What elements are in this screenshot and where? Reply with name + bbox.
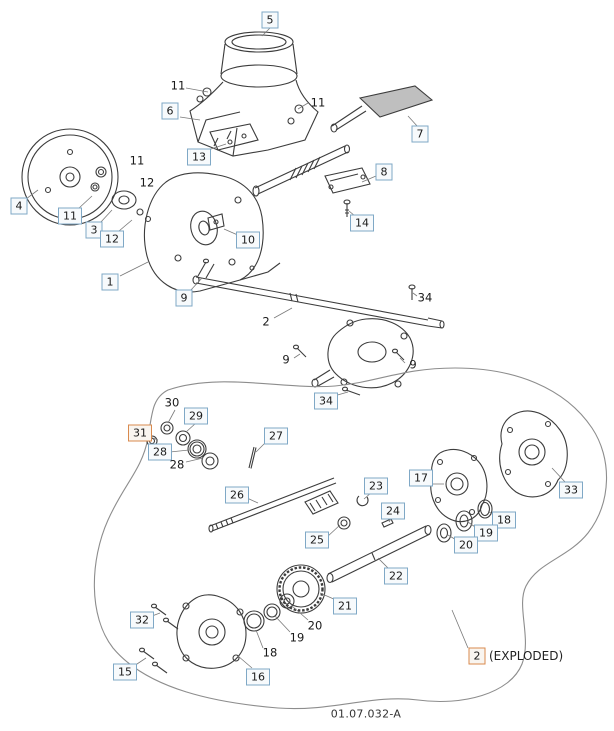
part-callout-30: 30 <box>164 395 180 410</box>
part-callout-19: 19 <box>289 630 305 645</box>
part-18-19-20-bearings-left <box>243 593 295 632</box>
part-6-blower-housing <box>189 79 319 157</box>
part-callout-29[interactable]: 29 <box>184 407 208 425</box>
part-callout-9[interactable]: 9 <box>175 289 193 307</box>
part-2-drive-shaft <box>192 275 445 329</box>
part-callout-12[interactable]: 12 <box>100 230 124 248</box>
part-callout-3[interactable]: 3 <box>85 221 103 239</box>
part-callout-10[interactable]: 10 <box>236 231 260 249</box>
part-7-paddle-scraper <box>330 85 434 133</box>
part-callout-28[interactable]: 28 <box>148 443 172 461</box>
part-33-cover-plate <box>499 410 568 498</box>
part-callout-27[interactable]: 27 <box>264 427 288 445</box>
part-callout-8[interactable]: 8 <box>375 163 393 181</box>
gearbox <box>311 318 414 389</box>
leader-lines <box>25 27 567 669</box>
part-callout-18[interactable]: 18 <box>492 511 516 529</box>
part-callout-11[interactable]: 11 <box>58 207 82 225</box>
part-callout-9: 9 <box>282 352 290 367</box>
part-34-bolts <box>341 284 416 396</box>
part-callout-9: 9 <box>409 357 417 372</box>
part-callout-25[interactable]: 25 <box>305 531 329 549</box>
drawing-number: 01.07.032-A <box>330 707 402 721</box>
part-callout-24[interactable]: 24 <box>381 502 405 520</box>
part-callout-34: 34 <box>417 290 433 305</box>
exploded-view-outline <box>93 367 608 710</box>
part-3-hub <box>111 190 137 210</box>
part-1-auger-housing <box>144 172 281 293</box>
part-21-gear <box>276 564 326 614</box>
part-callout-20: 20 <box>307 618 323 633</box>
part-callout-6[interactable]: 6 <box>161 102 179 120</box>
part-22-axle-shaft <box>326 524 432 584</box>
part-callout-21[interactable]: 21 <box>333 597 357 615</box>
part-callout-34[interactable]: 34 <box>314 392 338 410</box>
part-callout-22[interactable]: 22 <box>384 567 408 585</box>
part-callout-28: 28 <box>169 457 185 472</box>
part-32-bolts <box>150 603 179 630</box>
part-28-31-washers-bearings <box>146 421 219 470</box>
part-14-bolt <box>343 199 351 217</box>
part-25-collar <box>337 516 351 530</box>
part-callout-17[interactable]: 17 <box>409 469 433 487</box>
part-callout-15[interactable]: 15 <box>113 663 137 681</box>
part-callout-19[interactable]: 19 <box>474 524 498 542</box>
part-callout-13[interactable]: 13 <box>187 148 211 166</box>
part-callout-20[interactable]: 20 <box>454 536 478 554</box>
part-callout-11: 11 <box>310 95 326 110</box>
part-callout-16[interactable]: 16 <box>246 668 270 686</box>
exploded-note: (EXPLODED) <box>489 649 564 663</box>
part-callout-11: 11 <box>129 153 145 168</box>
part-16-gear-housing <box>176 594 247 669</box>
part-callout-18: 18 <box>262 645 278 660</box>
part-15-bolts <box>138 647 168 674</box>
part-8-bracket <box>324 167 371 194</box>
part-callout-23[interactable]: 23 <box>364 477 388 495</box>
part-callout-7[interactable]: 7 <box>411 125 429 143</box>
part-24-key <box>381 518 394 528</box>
part-callout-5[interactable]: 5 <box>261 11 279 29</box>
part-callout-31[interactable]: 31 <box>128 424 152 442</box>
spring-shaft <box>252 144 351 197</box>
part-callout-11: 11 <box>170 78 186 93</box>
part-callout-26[interactable]: 26 <box>225 486 249 504</box>
part-callout-2: 2 <box>262 314 270 329</box>
part-callout-1[interactable]: 1 <box>101 273 119 291</box>
part-11-washers-left <box>90 166 107 192</box>
part-27-pin <box>248 446 257 469</box>
part-callout-12: 12 <box>139 175 155 190</box>
part-callout-14[interactable]: 14 <box>350 214 374 232</box>
part-10-bracket <box>207 213 225 231</box>
part-26-worm-shaft <box>208 477 339 533</box>
part-callout-33[interactable]: 33 <box>559 481 583 499</box>
part-5-chute <box>220 31 298 88</box>
part-9-bolts <box>197 258 405 361</box>
part-callout-4[interactable]: 4 <box>10 197 28 215</box>
part-callout-2[interactable]: 2 <box>468 647 486 665</box>
part-callout-32[interactable]: 32 <box>130 611 154 629</box>
